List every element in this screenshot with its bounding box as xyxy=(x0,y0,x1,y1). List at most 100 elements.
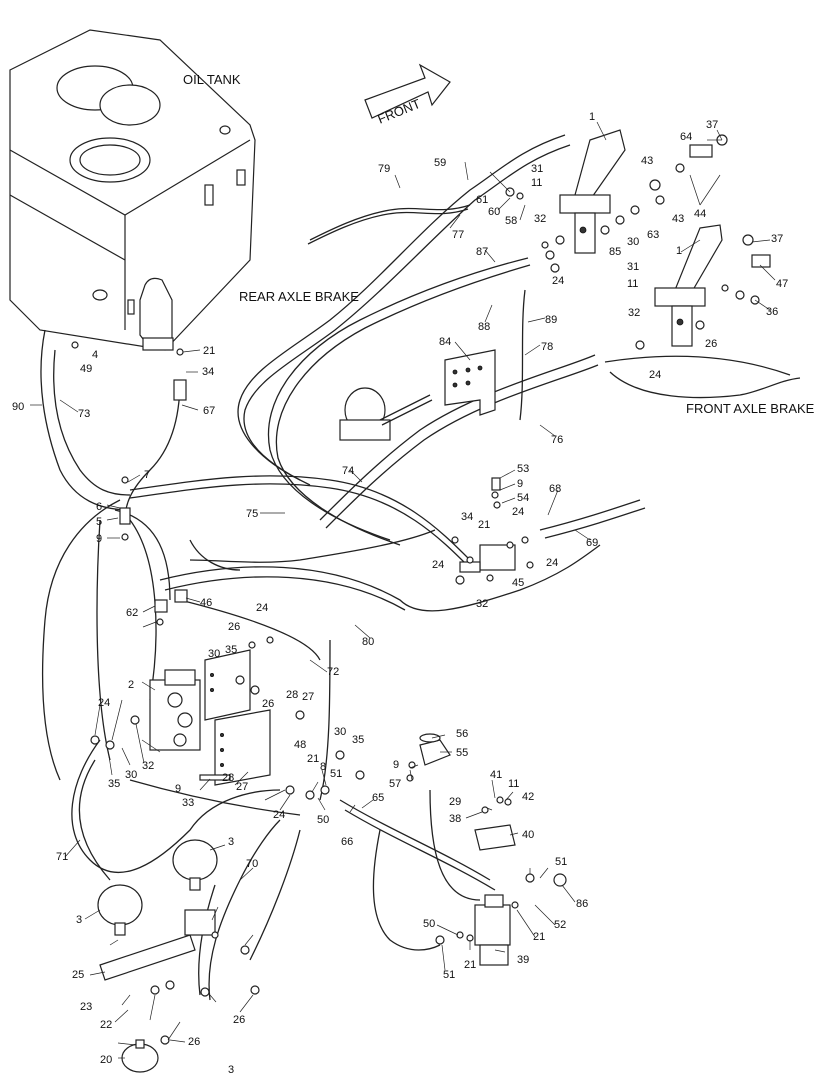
callout: 61 xyxy=(476,194,488,206)
callout: 4 xyxy=(92,349,98,361)
callout: 62 xyxy=(126,607,138,619)
callout: 3 xyxy=(228,1064,234,1076)
callout: 8 xyxy=(320,761,326,773)
brake-valve-upper xyxy=(559,129,626,254)
callout: 30 xyxy=(208,648,220,660)
callout: 43 xyxy=(672,213,684,225)
manifold-25 xyxy=(99,909,216,981)
callout: 51 xyxy=(555,856,567,868)
callout: 66 xyxy=(341,836,353,848)
bracket-84 xyxy=(444,349,496,416)
callout: 26 xyxy=(228,621,240,633)
callout: 35 xyxy=(108,778,120,790)
callout: 24 xyxy=(98,697,110,709)
callout: 26 xyxy=(262,698,274,710)
callout: 21 xyxy=(464,959,476,971)
callout: 34 xyxy=(202,366,214,378)
callout: 69 xyxy=(586,537,598,549)
callout: 84 xyxy=(439,336,451,348)
callout: 7 xyxy=(144,469,150,481)
callout: 75 xyxy=(246,508,258,520)
callout: 39 xyxy=(517,954,529,966)
filter-39 xyxy=(474,894,511,966)
callout: 44 xyxy=(694,208,706,220)
callout: 50 xyxy=(317,814,329,826)
callout: 46 xyxy=(200,597,212,609)
callout: 24 xyxy=(512,506,524,518)
callout: 52 xyxy=(554,919,566,931)
callout: 88 xyxy=(478,321,490,333)
callout: 21 xyxy=(533,931,545,943)
callout: 71 xyxy=(56,851,68,863)
callout: 32 xyxy=(628,307,640,319)
callout: 77 xyxy=(452,229,464,241)
callout: 58 xyxy=(505,215,517,227)
callout: 47 xyxy=(776,278,788,290)
callout: 27 xyxy=(302,691,314,703)
fittings xyxy=(71,134,771,1045)
valve-block-45 xyxy=(459,544,516,573)
callout: 9 xyxy=(393,759,399,771)
callout: 36 xyxy=(766,306,778,318)
callout: 90 xyxy=(12,401,24,413)
callout: 1 xyxy=(589,111,595,123)
callout: 31 xyxy=(531,163,543,175)
callout: 53 xyxy=(517,463,529,475)
accumulator-3-lower xyxy=(97,884,143,936)
callout: 74 xyxy=(342,465,354,477)
leader-lines xyxy=(30,121,776,1059)
callout: 65 xyxy=(372,792,384,804)
callout: 35 xyxy=(352,734,364,746)
front-arrow xyxy=(364,63,451,119)
callout: 26 xyxy=(705,338,717,350)
callout: 28 xyxy=(222,772,234,784)
callout: 32 xyxy=(476,598,488,610)
callout: 3 xyxy=(76,914,82,926)
callout: 23 xyxy=(80,1001,92,1013)
callout: 9 xyxy=(175,783,181,795)
oil-tank-caption: OIL TANK xyxy=(183,72,241,87)
callout: 22 xyxy=(100,1019,112,1031)
callout: 87 xyxy=(476,246,488,258)
callout: 40 xyxy=(522,829,534,841)
callout: 30 xyxy=(627,236,639,248)
rear-axle-brake-caption: REAR AXLE BRAKE xyxy=(239,289,359,304)
clamp-block xyxy=(339,387,433,441)
callout: 85 xyxy=(609,246,621,258)
callout: 72 xyxy=(327,666,339,678)
callout: 30 xyxy=(125,769,137,781)
callout: 32 xyxy=(534,213,546,225)
callout: 20 xyxy=(100,1054,112,1066)
front-axle-brake-caption: FRONT AXLE BRAKE xyxy=(686,401,815,416)
callout: 9 xyxy=(96,533,102,545)
callout: 26 xyxy=(233,1014,245,1026)
callout: 67 xyxy=(203,405,215,417)
callout: 27 xyxy=(236,781,248,793)
callout: 73 xyxy=(78,408,90,420)
callout: 48 xyxy=(294,739,306,751)
oil-tank xyxy=(9,29,256,351)
callout: 24 xyxy=(256,602,268,614)
callout: 2 xyxy=(128,679,134,691)
callout: 49 xyxy=(80,363,92,375)
callout: 54 xyxy=(517,492,529,504)
callout: 60 xyxy=(488,206,500,218)
callout: 11 xyxy=(508,778,519,790)
callout: 68 xyxy=(549,483,561,495)
callout: 1 xyxy=(676,245,682,257)
callout: 38 xyxy=(449,813,461,825)
brake-valve-lower xyxy=(654,224,723,347)
callout: 24 xyxy=(432,559,444,571)
callout: 29 xyxy=(449,796,461,808)
callout: 24 xyxy=(273,809,285,821)
callout: 41 xyxy=(490,769,502,781)
callout: 24 xyxy=(552,275,564,287)
callout: 37 xyxy=(706,119,718,131)
valve-block-2 xyxy=(149,669,201,751)
bracket-40 xyxy=(474,824,516,851)
sensor-55 xyxy=(419,733,451,766)
callout: 64 xyxy=(680,131,692,143)
callout: 6 xyxy=(96,501,102,513)
